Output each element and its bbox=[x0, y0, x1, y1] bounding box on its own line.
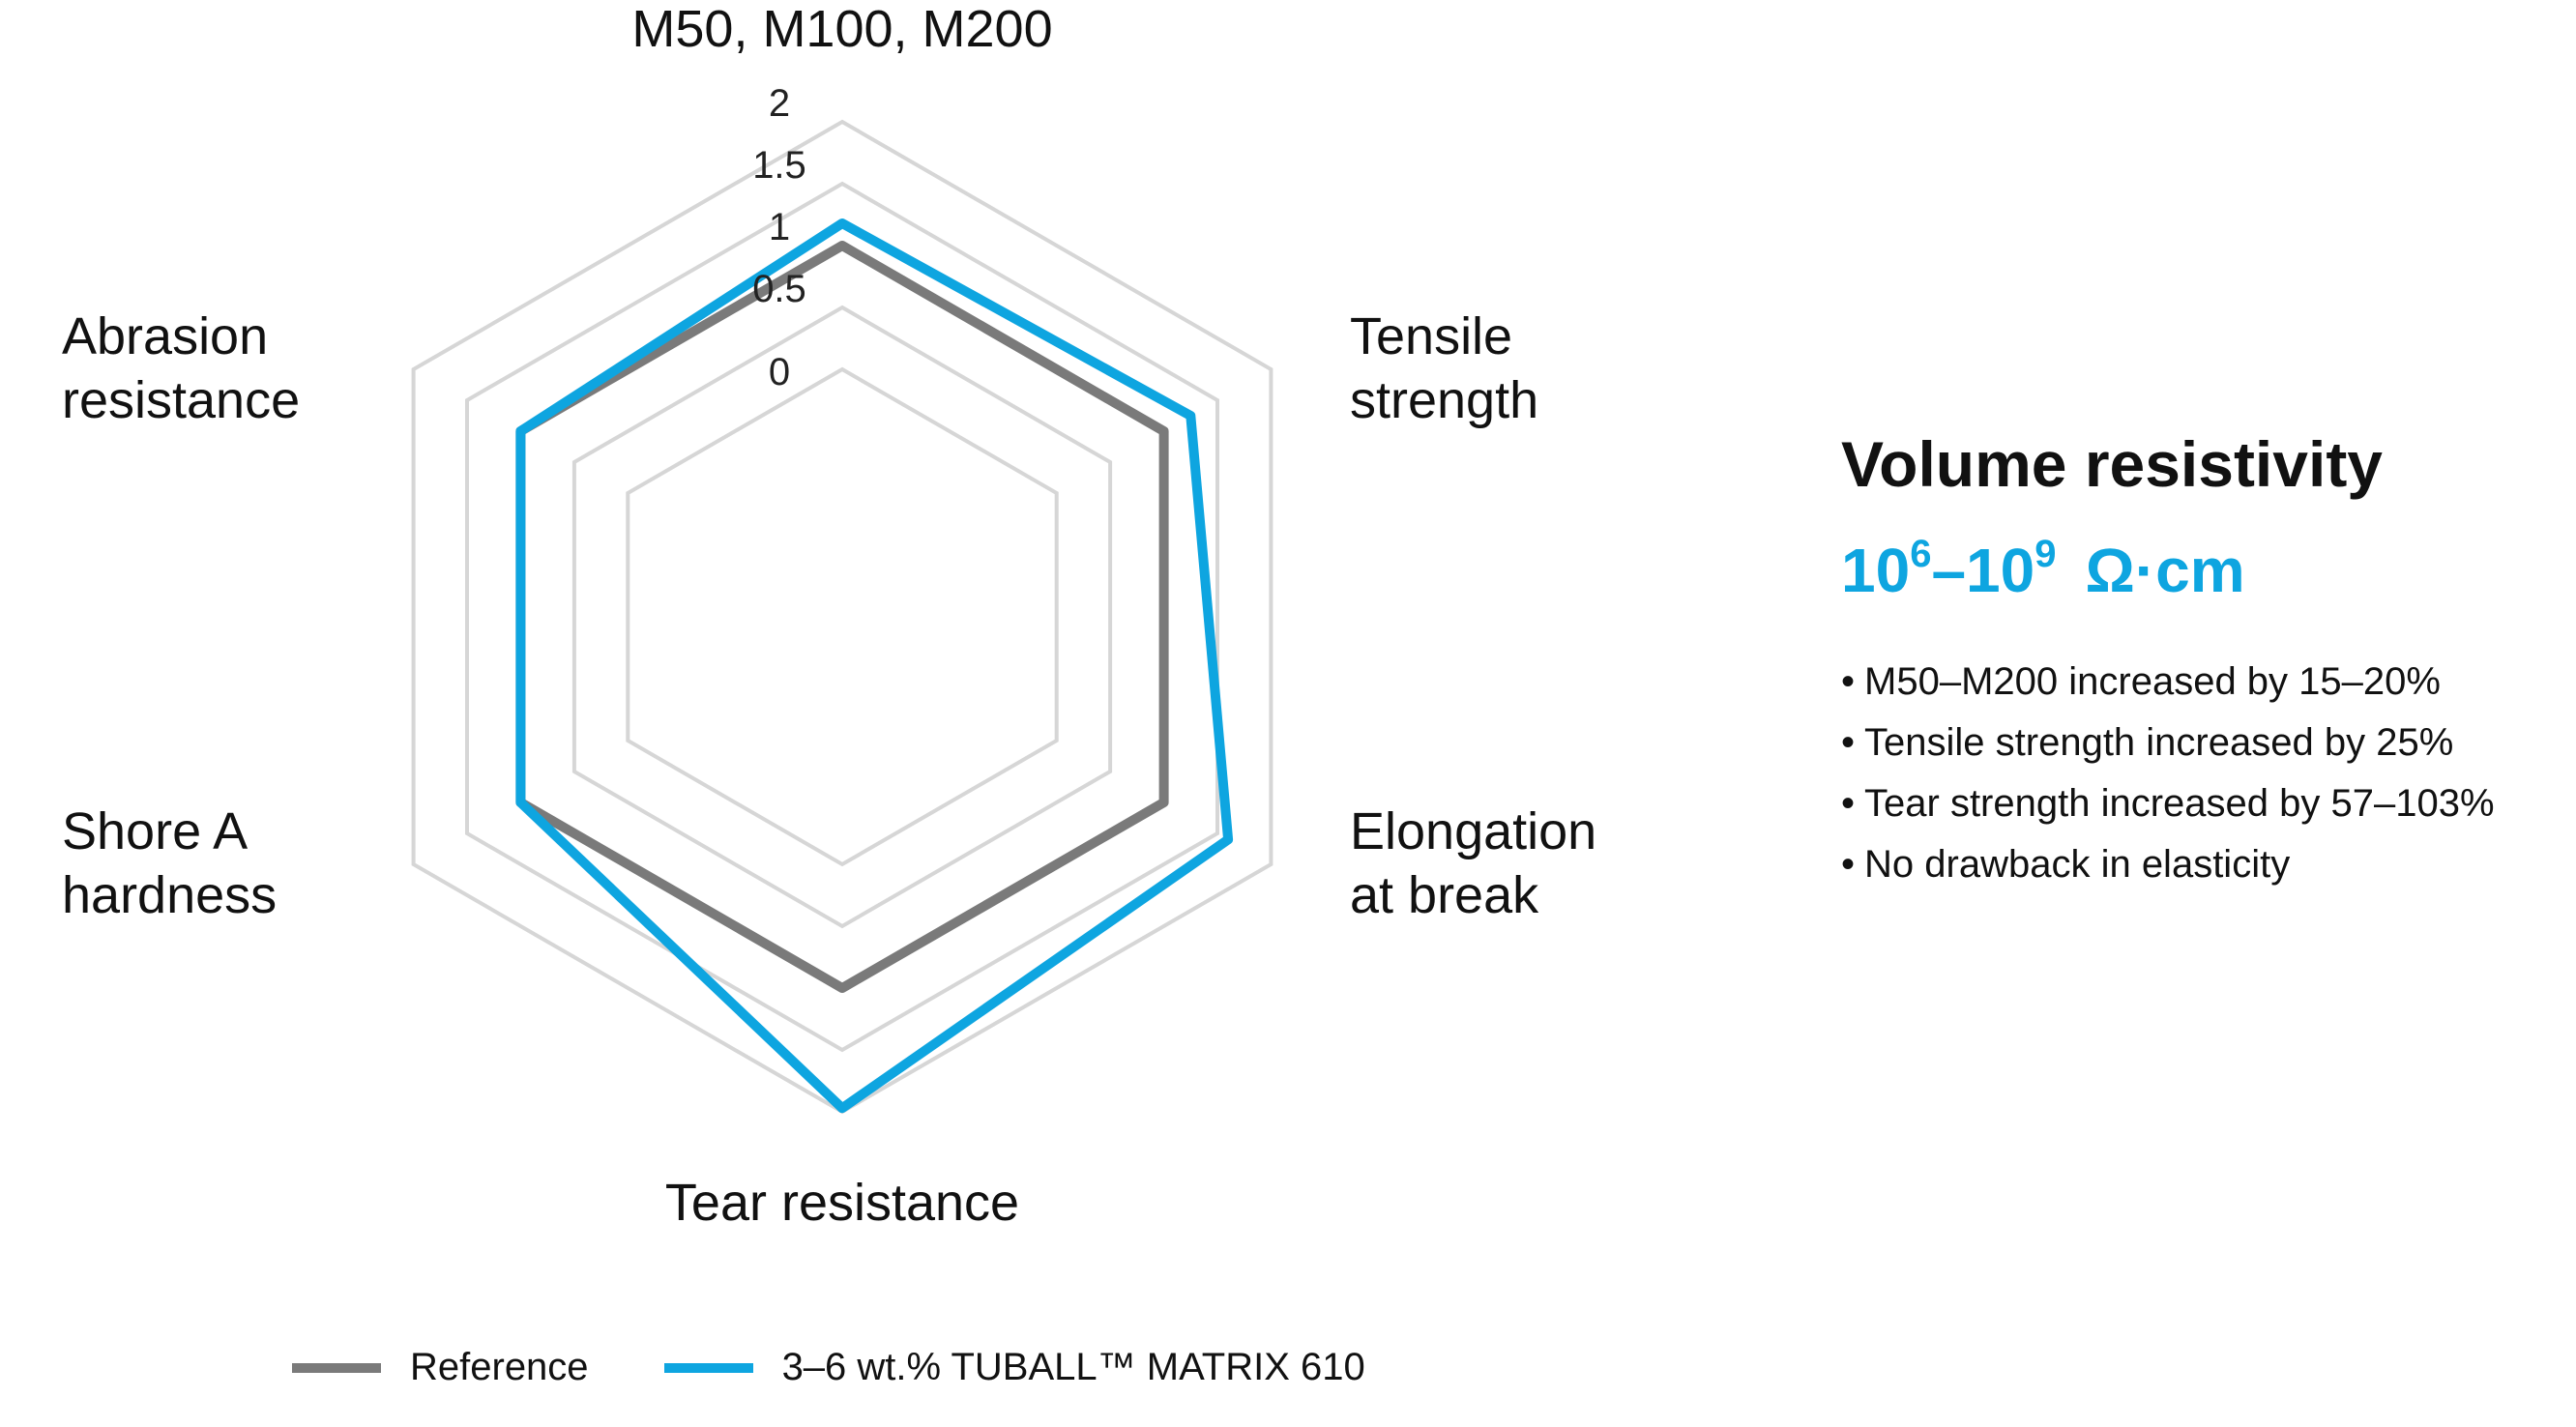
legend-swatch-tuball bbox=[663, 1362, 753, 1373]
chart-legend: Reference 3–6 wt.% TUBALL™ MATRIX 610 bbox=[292, 1346, 1441, 1389]
benefit-item: M50–M200 increased by 15–20% bbox=[1841, 652, 2537, 713]
legend-item-reference: Reference bbox=[292, 1346, 589, 1389]
axis-label-0: M50, M100, M200 bbox=[631, 0, 1052, 58]
benefit-item: Tear strength increased by 57–103% bbox=[1841, 773, 2537, 834]
benefit-item: Tensile strength increased by 25% bbox=[1841, 713, 2537, 773]
radar-grid bbox=[411, 119, 1273, 1115]
grid-ring-3 bbox=[465, 181, 1219, 1053]
side-panel-title: Volume resistivity bbox=[1841, 428, 2384, 500]
resistivity-dash: – bbox=[1931, 536, 1967, 605]
tick-label-4: 2 bbox=[769, 82, 790, 125]
axis-label-3: Tear resistance bbox=[665, 1174, 1019, 1232]
grid-ring-0 bbox=[626, 366, 1059, 867]
benefit-list: M50–M200 increased by 15–20% Tensile str… bbox=[1841, 652, 2537, 895]
legend-swatch-reference bbox=[292, 1362, 381, 1373]
benefit-item: No drawback in elasticity bbox=[1841, 834, 2537, 895]
resistivity-exponent-1: 6 bbox=[1910, 533, 1932, 575]
tick-label-1: 0.5 bbox=[752, 268, 806, 310]
legend-label-reference: Reference bbox=[410, 1346, 589, 1388]
resistivity-base-2: 10 bbox=[1966, 536, 2035, 605]
radar-tick-labels: 0 0.5 1 1.5 2 bbox=[752, 82, 806, 393]
series-line-0 bbox=[515, 241, 1169, 993]
grid-ring-2 bbox=[518, 243, 1166, 991]
grid-ring-4 bbox=[411, 119, 1273, 1115]
resistivity-unit: Ω·cm bbox=[2085, 536, 2245, 605]
legend-label-tuball: 3–6 wt.% TUBALL™ MATRIX 610 bbox=[781, 1346, 1365, 1388]
series-line-1 bbox=[515, 218, 1234, 1114]
grid-ring-1 bbox=[571, 305, 1113, 929]
radar-series bbox=[515, 218, 1234, 1114]
tick-label-0: 0 bbox=[769, 351, 790, 393]
legend-item-tuball: 3–6 wt.% TUBALL™ MATRIX 610 bbox=[663, 1346, 1365, 1389]
resistivity-base-1: 10 bbox=[1841, 536, 1911, 605]
tick-label-2: 1 bbox=[769, 206, 790, 248]
resistivity-exponent-2: 9 bbox=[2034, 533, 2057, 575]
tick-label-3: 1.5 bbox=[752, 144, 806, 187]
